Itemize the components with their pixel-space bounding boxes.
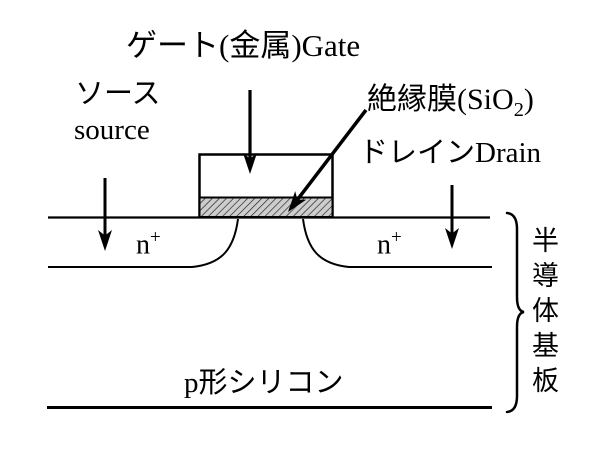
insulator-pointer-arrow (287, 108, 368, 213)
n-plus-right-boundary (302, 218, 492, 268)
n-plus-right-label: n+ (377, 227, 402, 261)
gate-oxide-rect (198, 196, 334, 218)
n-plus-left-base: n (136, 229, 150, 261)
n-plus-right-superscript: + (391, 227, 402, 248)
semiconductor-substrate-label: 半導体基板 (528, 226, 558, 401)
source-label-english: source (74, 114, 150, 146)
substrate-brace (505, 211, 525, 414)
p-type-silicon-label: p形シリコン (184, 367, 344, 399)
n-plus-left-label: n+ (136, 227, 161, 261)
n-plus-right-base: n (377, 229, 391, 261)
drain-label: ドレインDrain (359, 137, 542, 169)
n-plus-left-boundary (48, 218, 239, 268)
insulator-label-subscript: 2 (513, 99, 524, 121)
insulator-label-close-paren: ) (523, 83, 534, 116)
source-label-japanese: ソース (75, 78, 161, 110)
gate-label: ゲート(金属)Gate (126, 28, 361, 63)
insulator-label-text: 絶縁膜(SiO (367, 83, 514, 116)
n-plus-left-superscript: + (150, 227, 161, 248)
insulator-sio2-label: 絶縁膜(SiO2) (367, 83, 534, 121)
